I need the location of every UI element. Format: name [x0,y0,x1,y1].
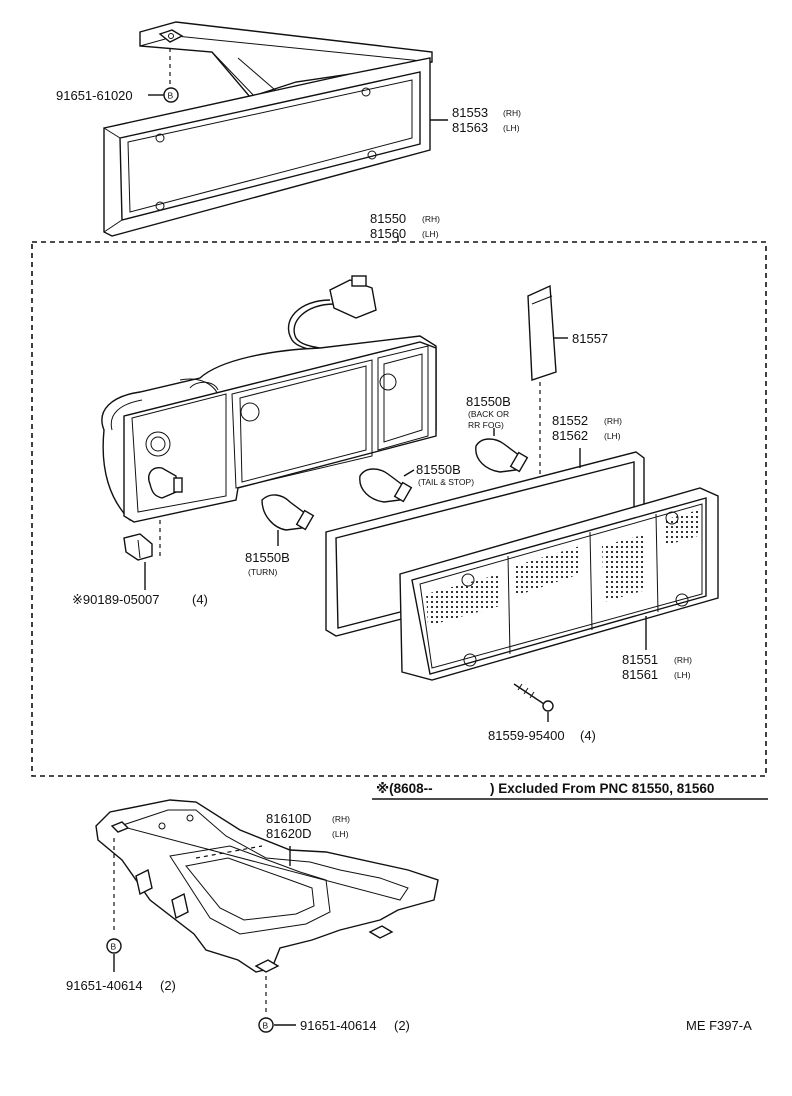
footer-code: ME F397-A [686,1018,752,1033]
exclusion-note: ※(8608-- ) Excluded From PNC 81550, 8156… [372,781,768,800]
label-81620d: 81620D [266,826,312,841]
label-81552-rh: (RH) [604,416,622,426]
label-81610d-rh: (RH) [332,814,350,824]
screw-91651-40614-bottom: B 91651-40614 (2) [258,976,410,1033]
label-90189-05007-qty: (4) [192,592,208,607]
label-91651-40614-bottom: 91651-40614 [300,1018,377,1033]
screw-91651-61020: B 91651-61020 [56,48,179,103]
bolt-b-letter: B [168,91,174,101]
note-text: ) Excluded From PNC 81550, 81560 [490,781,714,796]
label-90189-05007: ※90189-05007 [72,592,160,607]
label-tail-note: (TAIL & STOP) [418,477,474,487]
label-81559-95400: 81559-95400 [488,728,565,743]
label-81553: 81553 [452,105,488,120]
lamp-housing [101,275,437,560]
label-81560-lh: (LH) [422,229,439,239]
screw-81559-95400: 81559-95400 (4) [488,683,596,743]
label-turn-note: (TURN) [248,567,277,577]
label-back-note-1: (BACK OR [468,409,509,419]
bulb-turn: 81550B (TURN) [245,494,315,577]
label-81553-rh: (RH) [503,108,521,118]
clip-90189-05007: ※90189-05007 (4) [72,533,208,607]
label-81562-lh: (LH) [604,431,621,441]
label-81562: 81562 [552,428,588,443]
screw-91651-40614-left: B 91651-40614 (2) [66,838,176,993]
assembly-boundary-box [31,241,767,777]
label-91651-61020: 91651-61020 [56,88,133,103]
label-91651-40614-left: 91651-40614 [66,978,143,993]
label-81610d: 81610D [266,811,312,826]
bolt-b-letter-bottom: B [263,1021,269,1031]
label-81559-qty: (4) [580,728,596,743]
label-81550b-back: 81550B [466,394,511,409]
label-81561-lh: (LH) [674,670,691,680]
label-81550b-turn: 81550B [245,550,290,565]
label-81560: 81560 [370,226,406,241]
label-81552: 81552 [552,413,588,428]
license-plate-bracket [103,21,448,237]
label-81550b-tail: 81550B [416,462,461,477]
label-back-note-2: RR FOG) [468,420,504,430]
label-81551-rh: (RH) [674,655,692,665]
label-91651-40614-bottom-qty: (2) [394,1018,410,1033]
label-81563-lh: (LH) [503,123,520,133]
note-prefix: ※(8608-- [376,781,433,796]
bulb-tail-stop: 81550B (TAIL & STOP) [359,462,474,503]
label-91651-40614-left-qty: (2) [160,978,176,993]
label-81550: 81550 [370,211,406,226]
label-81551: 81551 [622,652,658,667]
lower-bracket: 81610D (RH) 81620D (LH) [95,799,439,973]
label-81557: 81557 [572,331,608,346]
label-81620d-lh: (LH) [332,829,349,839]
lens-81551: 81551 (RH) 81561 (LH) [399,487,719,682]
label-81563: 81563 [452,120,488,135]
bolt-b-letter-left: B [111,942,117,952]
label-81561: 81561 [622,667,658,682]
label-81550-rh: (RH) [422,214,440,224]
gasket-81557: 81557 [527,284,608,524]
bulb-back-fog: 81550B (BACK OR RR FOG) [466,394,529,473]
